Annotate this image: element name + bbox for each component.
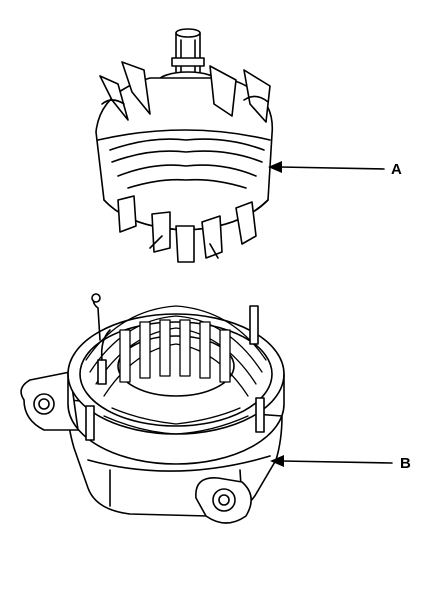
lead-wire (97, 329, 111, 385)
rotor-assembly (95, 28, 274, 263)
callout-label-a: A (391, 161, 402, 178)
mounting-ears (20, 371, 252, 524)
field-winding (109, 138, 265, 189)
stator-slots (119, 319, 231, 383)
stator-housing-assembly (20, 293, 285, 524)
leader-arrow-b (270, 455, 393, 467)
callout-label-b: B (400, 455, 411, 472)
upper-claw-poles (99, 61, 271, 123)
through-bolts (85, 293, 265, 441)
rotor-shaft (171, 28, 205, 79)
leader-arrow-a (268, 161, 385, 173)
lower-claw-poles (117, 195, 257, 263)
